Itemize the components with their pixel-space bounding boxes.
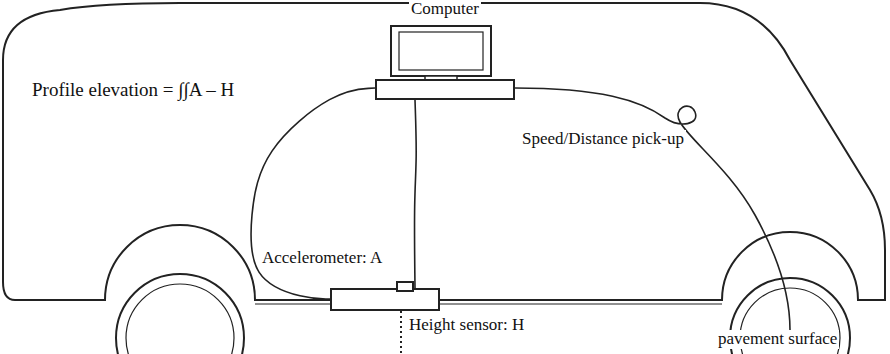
speed-distance-cable xyxy=(515,88,790,330)
cable xyxy=(415,100,417,288)
part-sublabel: Height sensor: H xyxy=(407,316,526,335)
part-label: Computer xyxy=(409,0,481,19)
screen xyxy=(399,32,483,70)
rocker-line xyxy=(255,303,722,304)
pickup-label: Speed/Distance pick-up xyxy=(520,130,686,149)
computer-unit: Computer xyxy=(375,25,515,100)
van-body xyxy=(3,3,885,300)
rear-wheel xyxy=(116,274,244,354)
part-label: Accelerometer: A xyxy=(260,249,384,268)
computer-outline xyxy=(375,25,515,100)
accelerometer-symbol xyxy=(396,281,414,292)
computer-case xyxy=(376,80,514,99)
height-sensor-beam xyxy=(400,311,402,354)
monitor xyxy=(391,26,491,76)
surface-label: pavement surface xyxy=(716,330,839,349)
formula-label: Profile elevation = ∫∫A – H xyxy=(30,80,236,101)
rear-wheel-rim xyxy=(126,284,234,354)
sensor-box: Accelerometer: AHeight sensor: H xyxy=(330,288,440,311)
